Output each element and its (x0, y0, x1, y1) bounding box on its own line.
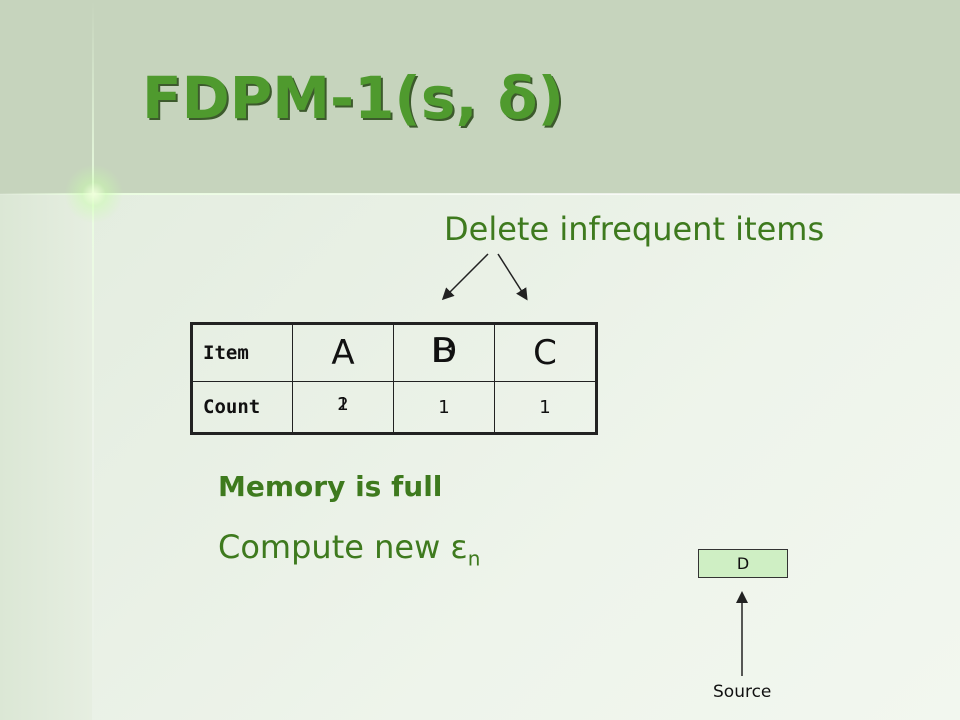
horizontal-accent-line (0, 193, 960, 195)
delete-arrows (441, 253, 528, 301)
item-header: Item (191, 323, 293, 382)
header-band (0, 0, 960, 194)
slide-title: FDPM-1(s, δ) (142, 64, 565, 132)
source-arrow (736, 591, 748, 676)
vertical-accent-line (92, 0, 94, 720)
table-row-counts: Count 1 2 1 1 (191, 381, 597, 434)
count-a-2: 2 (337, 394, 349, 415)
memory-full-label: Memory is full (218, 470, 443, 503)
left-margin-band (0, 194, 92, 720)
arrow-to-b (497, 253, 528, 301)
compute-text: Compute new ε (218, 528, 468, 566)
compute-epsilon-label: Compute new εn (218, 528, 480, 570)
item-letter-b-overlay: B D (424, 331, 464, 371)
delete-infrequent-label: Delete infrequent items (444, 210, 825, 248)
item-letter-b: B (432, 331, 456, 371)
count-a-overlay: 1 2 (333, 394, 353, 416)
count-c: 1 (539, 396, 551, 418)
count-header: Count (191, 381, 293, 434)
source-label: Source (713, 682, 772, 702)
compute-subscript: n (467, 546, 481, 571)
count-cell-a: 1 2 (292, 381, 394, 434)
item-cell-c: C (494, 323, 597, 382)
item-letter-d: D (430, 331, 458, 371)
item-letter-c: C (533, 333, 557, 373)
table-row-items: Item A B D C (191, 323, 597, 382)
count-b: 1 (438, 396, 450, 418)
item-cell-a: A (292, 323, 394, 382)
count-cell-c: 1 (494, 381, 597, 434)
item-letter-a: A (331, 333, 355, 373)
count-cell-b: 1 (393, 381, 495, 434)
item-cell-b: B D (393, 323, 495, 382)
sparkle-icon (56, 156, 132, 232)
arrow-to-a (441, 253, 489, 301)
count-a-1: 1 (337, 394, 349, 415)
source-item-box: D (698, 549, 788, 578)
content-background (92, 194, 960, 720)
item-count-table: Item A B D C Count 1 2 1 1 (190, 322, 598, 435)
